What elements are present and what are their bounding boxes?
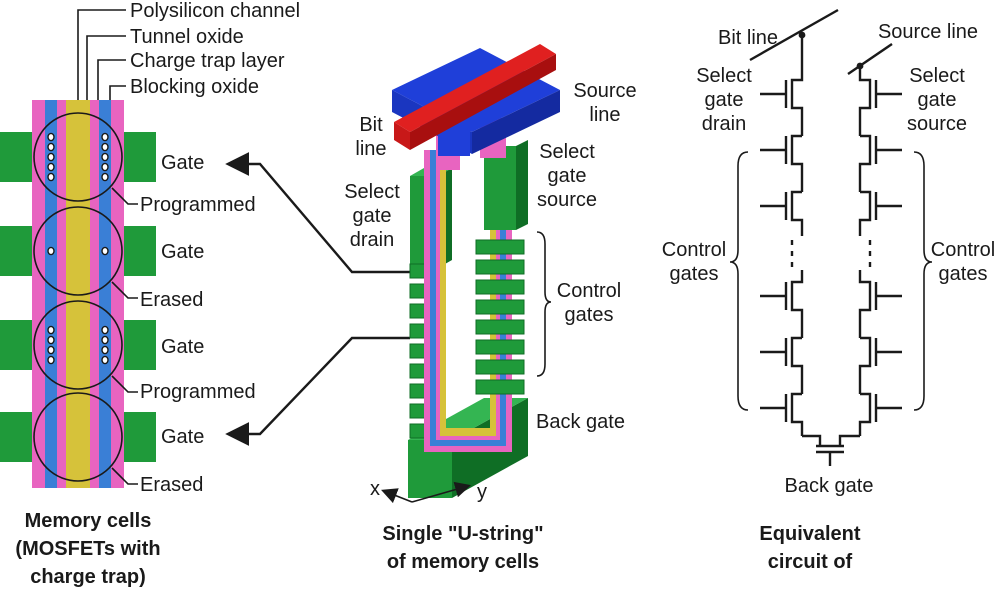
pointer-arrows xyxy=(225,152,410,446)
caption-memory-cells-1: Memory cells xyxy=(25,510,152,532)
back-gate-transistor xyxy=(802,434,860,466)
label-state-programmed-2: Programmed xyxy=(140,381,256,403)
label-polysilicon-channel: Polysilicon channel xyxy=(130,0,300,22)
label-source-line-2: line xyxy=(589,104,620,126)
axis-indicator xyxy=(381,481,472,504)
cell-circles xyxy=(33,112,123,482)
gate-block-right-2 xyxy=(124,226,156,276)
cell-circle-4 xyxy=(33,392,123,482)
label-circuit-control-gates-right-2: gates xyxy=(939,263,988,285)
label-circuit-control-gates-left-1: Control xyxy=(662,239,726,261)
select-gate-source-block xyxy=(484,140,528,230)
gate-block-right-3 xyxy=(124,320,156,370)
label-state-programmed-1: Programmed xyxy=(140,194,256,216)
label-circuit-sgs-3: source xyxy=(907,113,967,135)
memory-cells-panel: Polysilicon channel Tunnel oxide Charge … xyxy=(0,0,300,588)
label-source-line-circuit: Source line xyxy=(878,21,978,43)
label-back-gate-middle: Back gate xyxy=(536,411,625,433)
label-circuit-sgd-3: drain xyxy=(702,113,746,135)
arrow-to-gate-bottom xyxy=(225,336,410,446)
label-gate-3: Gate xyxy=(161,336,204,358)
gate-block-left-1 xyxy=(0,132,32,182)
label-tunnel-oxide: Tunnel oxide xyxy=(130,26,244,48)
caption-circuit-1: Equivalent xyxy=(759,523,860,545)
label-select-gate-drain-2: gate xyxy=(353,205,392,227)
source-side-transistors xyxy=(858,66,902,436)
gate-block-right-4 xyxy=(124,412,156,462)
state-leader-lines xyxy=(111,187,138,485)
bit-line-wire xyxy=(749,8,839,62)
label-select-gate-source-2: gate xyxy=(548,165,587,187)
label-circuit-sgs-2: gate xyxy=(918,89,957,111)
label-select-gate-source-3: source xyxy=(537,189,597,211)
gate-blocks xyxy=(0,132,156,462)
label-select-gate-drain-3: drain xyxy=(350,229,394,251)
label-gate-4: Gate xyxy=(161,426,204,448)
gate-block-left-4 xyxy=(0,412,32,462)
source-line-wire xyxy=(847,43,893,75)
label-select-gate-drain-1: Select xyxy=(344,181,400,203)
label-back-gate-circuit: Back gate xyxy=(785,475,874,497)
control-gate-fins-right xyxy=(475,239,525,395)
cell-circle-2 xyxy=(33,206,123,296)
label-select-gate-source-1: Select xyxy=(539,141,595,163)
layer-stack xyxy=(32,100,124,488)
drain-side-transistors xyxy=(760,35,804,436)
label-circuit-sgs-1: Select xyxy=(909,65,965,87)
u-string-panel: Bit line Source line Select gate drain S… xyxy=(344,44,637,573)
label-control-gates-middle-1: Control xyxy=(557,280,621,302)
label-gate-2: Gate xyxy=(161,241,204,263)
label-bit-line-1: Bit xyxy=(359,114,383,136)
label-gate-1: Gate xyxy=(161,152,204,174)
label-circuit-control-gates-right-1: Control xyxy=(931,239,995,261)
bit-line-bar xyxy=(394,44,556,150)
arrow-to-gate-top xyxy=(225,152,410,274)
brace-control-gates-middle xyxy=(536,231,552,377)
trapped-charges xyxy=(47,132,109,365)
label-charge-trap-layer: Charge trap layer xyxy=(130,50,285,72)
layer-leader-lines xyxy=(77,9,126,100)
label-circuit-control-gates-left-2: gates xyxy=(670,263,719,285)
label-axis-x: x xyxy=(370,478,380,500)
label-control-gates-middle-2: gates xyxy=(565,304,614,326)
cell-circle-1 xyxy=(33,112,123,202)
brace-control-gates-left xyxy=(729,151,749,411)
label-state-erased-2: Erased xyxy=(140,474,203,496)
label-bit-line-circuit: Bit line xyxy=(718,27,778,49)
caption-memory-cells-3: charge trap) xyxy=(30,566,146,588)
label-bit-line-2: line xyxy=(355,138,386,160)
label-state-erased-1: Erased xyxy=(140,289,203,311)
caption-u-string-2: of memory cells xyxy=(387,551,539,573)
equivalent-circuit-panel: Bit line Source line xyxy=(662,8,995,573)
label-circuit-sgd-2: gate xyxy=(705,89,744,111)
label-blocking-oxide: Blocking oxide xyxy=(130,76,259,98)
gate-block-left-2 xyxy=(0,226,32,276)
brace-control-gates-right xyxy=(913,151,933,411)
label-axis-y: y xyxy=(477,481,487,503)
caption-circuit-2: circuit of xyxy=(768,551,853,573)
label-circuit-sgd-1: Select xyxy=(696,65,752,87)
label-source-line-1: Source xyxy=(573,80,636,102)
gate-block-left-3 xyxy=(0,320,32,370)
caption-u-string-1: Single "U-string" xyxy=(382,523,543,545)
gate-block-right-1 xyxy=(124,132,156,182)
caption-memory-cells-2: (MOSFETs with xyxy=(15,538,160,560)
cell-circle-3 xyxy=(33,300,123,390)
